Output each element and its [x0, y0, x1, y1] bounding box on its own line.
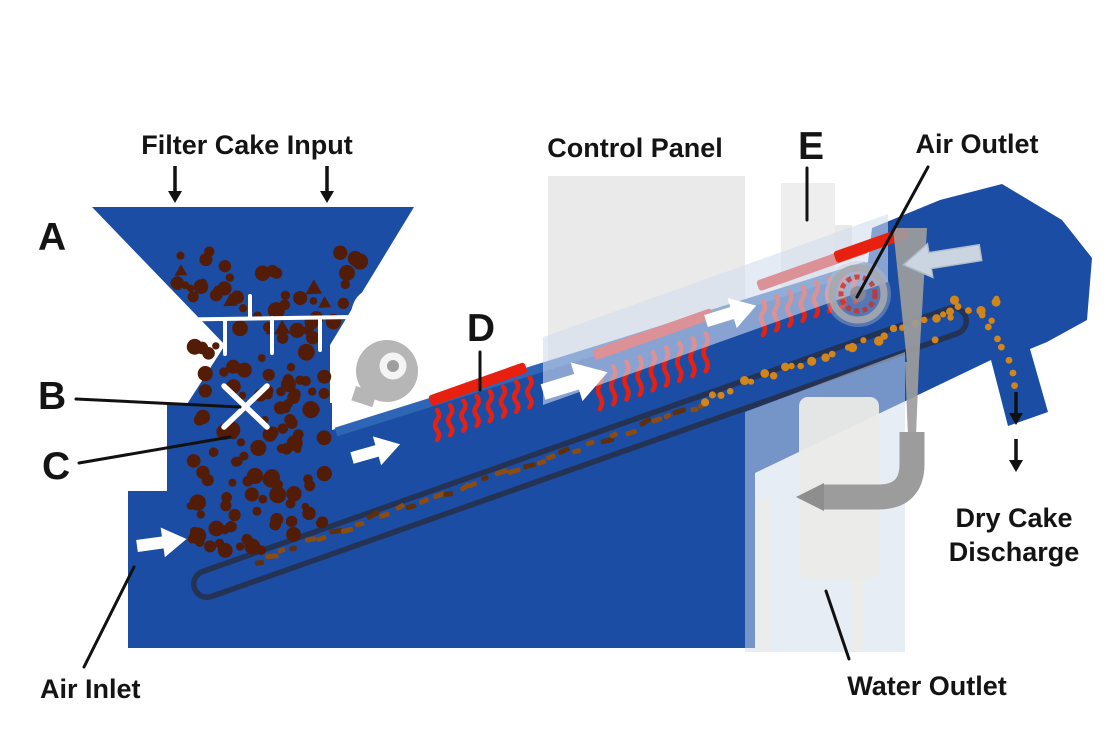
- leader-line-c: [77, 435, 232, 465]
- air-flow-arrows: [136, 297, 757, 558]
- heater-bar-d: [428, 362, 527, 406]
- leader-line-b: [74, 397, 242, 409]
- leader-lines: [74, 165, 930, 669]
- feed-hopper: [92, 207, 414, 415]
- air-recirculation-arrow: [902, 242, 983, 279]
- leader-line-air-outlet: [855, 165, 930, 299]
- blower-fan-icon: [351, 340, 418, 408]
- cake-trail-on-belt: [254, 295, 1018, 566]
- wet-cake-particles: [170, 245, 369, 558]
- leader-line-water-outlet: [824, 589, 851, 661]
- mixing-point-marker: [221, 383, 270, 430]
- leader-line-air-inlet: [82, 565, 136, 669]
- input-discharge-arrows: [168, 166, 1023, 472]
- feed-distributor-rake: [119, 289, 384, 356]
- drying-tunnel-cover: [543, 214, 888, 405]
